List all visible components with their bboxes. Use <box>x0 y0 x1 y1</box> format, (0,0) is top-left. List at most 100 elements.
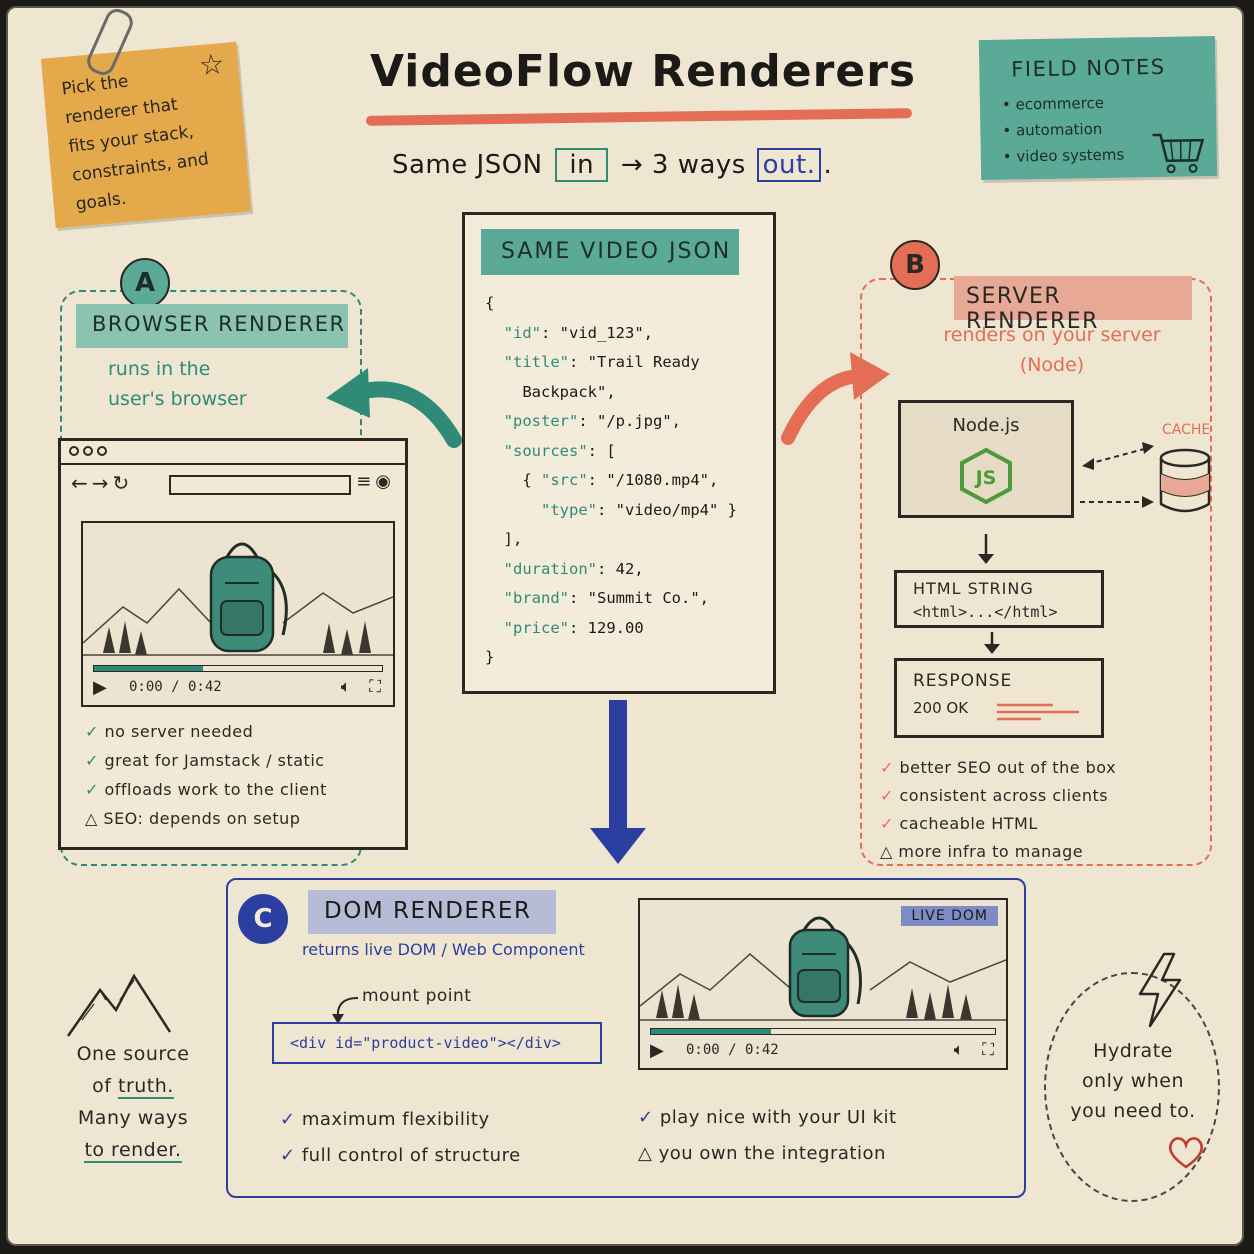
json-line: "id": "vid_123", <box>503 323 653 342</box>
check-icon: ✓ <box>880 758 894 777</box>
address-bar[interactable] <box>169 475 351 495</box>
browser-menu-icon[interactable]: ≡◉ <box>356 471 395 492</box>
window-dot <box>83 446 93 456</box>
check-item: △ SEO: depends on setup <box>85 804 327 833</box>
right-note-line: you need to. <box>1070 1100 1196 1122</box>
play-icon[interactable]: ▶ <box>650 1040 664 1061</box>
volume-icon[interactable]: 🔈︎ <box>953 1040 964 1060</box>
browser-window: ←→↻ ≡◉ <box>58 438 408 850</box>
cache-label: CACHE <box>1162 422 1211 438</box>
check-item: △ more infra to manage <box>880 838 1116 866</box>
json-line: "duration": 42, <box>503 559 644 578</box>
subtitle-in: in <box>555 148 609 182</box>
mount-point-box: <div id="product-video"></div> <box>272 1022 602 1064</box>
nodejs-logo-icon: JS <box>960 447 1012 505</box>
live-dom-tag: LIVE DOM <box>901 906 998 926</box>
window-dot <box>97 446 107 456</box>
response-status: 200 OK <box>913 699 969 717</box>
fullscreen-icon[interactable]: ⛶ <box>982 1040 994 1060</box>
html-string-title: HTML STRING <box>913 579 1034 598</box>
json-card: SAME VIDEO JSON { "id": "vid_123", "titl… <box>462 212 776 694</box>
field-notes: FIELD NOTES ecommerce automation video s… <box>978 35 1218 181</box>
dom-renderer-checks-left: ✓ maximum flexibility✓ full control of s… <box>280 1102 521 1174</box>
browser-renderer-checks: ✓ no server needed✓ great for Jamstack /… <box>85 717 327 833</box>
browser-renderer-subheading: runs in the user's browser <box>108 358 247 410</box>
json-line: } <box>485 648 495 666</box>
right-note-line: Hydrate <box>1093 1040 1173 1062</box>
check-icon: ✓ <box>85 780 99 799</box>
backpack-scene <box>82 542 394 656</box>
check-text: full control of structure <box>301 1145 521 1166</box>
check-icon: ✓ <box>880 786 894 805</box>
dom-renderer-subheading: returns live DOM / Web Component <box>302 940 585 959</box>
json-card-header-text: SAME VIDEO JSON <box>501 239 732 264</box>
video-controls: ▶ 0:00 / 0:42 🔈︎ ⛶ <box>640 1024 1006 1068</box>
server-renderer-checks: ✓ better SEO out of the box✓ consistent … <box>880 754 1116 866</box>
video-progress[interactable] <box>93 665 383 672</box>
subtitle-post: . <box>823 150 833 180</box>
json-line: { "src": "/1080.mp4", <box>485 471 719 489</box>
browser-nav-icons[interactable]: ←→↻ <box>71 471 134 495</box>
check-icon: ✓ <box>85 722 99 741</box>
warning-icon: △ <box>85 809 98 828</box>
html-string-box: HTML STRING <html>...</html> <box>894 570 1104 628</box>
check-item: ✓ great for Jamstack / static <box>85 746 327 775</box>
left-note-line: One source <box>76 1043 190 1065</box>
dom-renderer-checks-right: ✓ play nice with your UI kit △ you own th… <box>638 1100 897 1172</box>
video-progress[interactable] <box>650 1028 996 1035</box>
subtitle-mid: → 3 ways <box>620 150 746 180</box>
check-text: offloads work to the client <box>104 780 327 799</box>
check-item: ✓ offloads work to the client <box>85 775 327 804</box>
json-code: { "id": "vid_123", "title": "Trail Ready… <box>485 289 737 673</box>
response-scribble <box>997 703 1079 721</box>
check-text: cacheable HTML <box>899 814 1038 833</box>
backpack-scene <box>639 916 1007 1021</box>
video-time: 0:00 / 0:42 <box>129 679 222 695</box>
response-box: RESPONSE 200 OK <box>894 658 1104 738</box>
video-player[interactable]: ▶ 0:00 / 0:42 🔈︎ ⛶ <box>81 521 395 707</box>
check-text: play nice with your UI kit <box>659 1107 897 1128</box>
nodejs-logo-text: JS <box>974 467 997 489</box>
json-line: { <box>485 294 495 312</box>
check-text: better SEO out of the box <box>899 758 1117 777</box>
html-string-code: <html>...</html> <box>913 603 1058 621</box>
fullscreen-icon[interactable]: ⛶ <box>369 677 381 697</box>
video-time: 0:00 / 0:42 <box>686 1042 779 1058</box>
check-icon: ✓ <box>638 1107 654 1128</box>
check-item: ✓ full control of structure <box>280 1138 521 1174</box>
flow-arrows <box>326 352 1154 1024</box>
json-line: ], <box>485 530 523 548</box>
browser-titlebar <box>61 441 405 465</box>
server-renderer-heading-text: SERVER RENDERER <box>966 284 1099 334</box>
json-line: "poster": "/p.jpg", <box>503 412 681 430</box>
window-dot <box>69 446 79 456</box>
left-margin-note: One source of truth. Many ways to render… <box>58 1038 208 1166</box>
json-line: "sources": [ <box>503 441 616 460</box>
backpack-icon <box>788 916 862 1018</box>
mount-point-code: <div id="product-video"></div> <box>290 1034 561 1052</box>
check-item: ✓ no server needed <box>85 717 327 746</box>
json-line: "brand": "Summit Co.", <box>503 589 709 607</box>
check-text: no server needed <box>104 722 254 741</box>
check-icon: ✓ <box>880 814 894 833</box>
check-text: you own the integration <box>658 1143 886 1164</box>
live-dom-player[interactable]: LIVE DOM ▶ 0:00 / 0:42 🔈︎ ⛶ <box>638 898 1008 1070</box>
page-title: VideoFlow Renderers <box>370 46 917 97</box>
warning-icon: △ <box>880 842 893 861</box>
browser-renderer-heading: BROWSER RENDERER <box>76 304 348 348</box>
json-line: "price": 129.00 <box>503 618 644 637</box>
check-text: SEO: depends on setup <box>103 809 301 828</box>
volume-icon[interactable]: 🔈︎ <box>340 677 351 697</box>
json-line: "type": "video/mp4" } <box>541 500 737 519</box>
heart-icon <box>1169 1137 1203 1169</box>
check-icon: ✓ <box>280 1109 296 1130</box>
dashed-circle <box>1044 972 1220 1202</box>
check-item: △ you own the integration <box>638 1136 897 1172</box>
subtitle-out: out. <box>756 148 822 182</box>
response-title: RESPONSE <box>913 671 1013 691</box>
play-icon[interactable]: ▶ <box>93 677 107 698</box>
video-controls: ▶ 0:00 / 0:42 🔈︎ ⛶ <box>83 661 393 705</box>
json-line: Backpack", <box>485 382 616 401</box>
left-note-line: of truth. <box>92 1075 174 1099</box>
mount-point-label: mount point <box>362 986 472 1006</box>
